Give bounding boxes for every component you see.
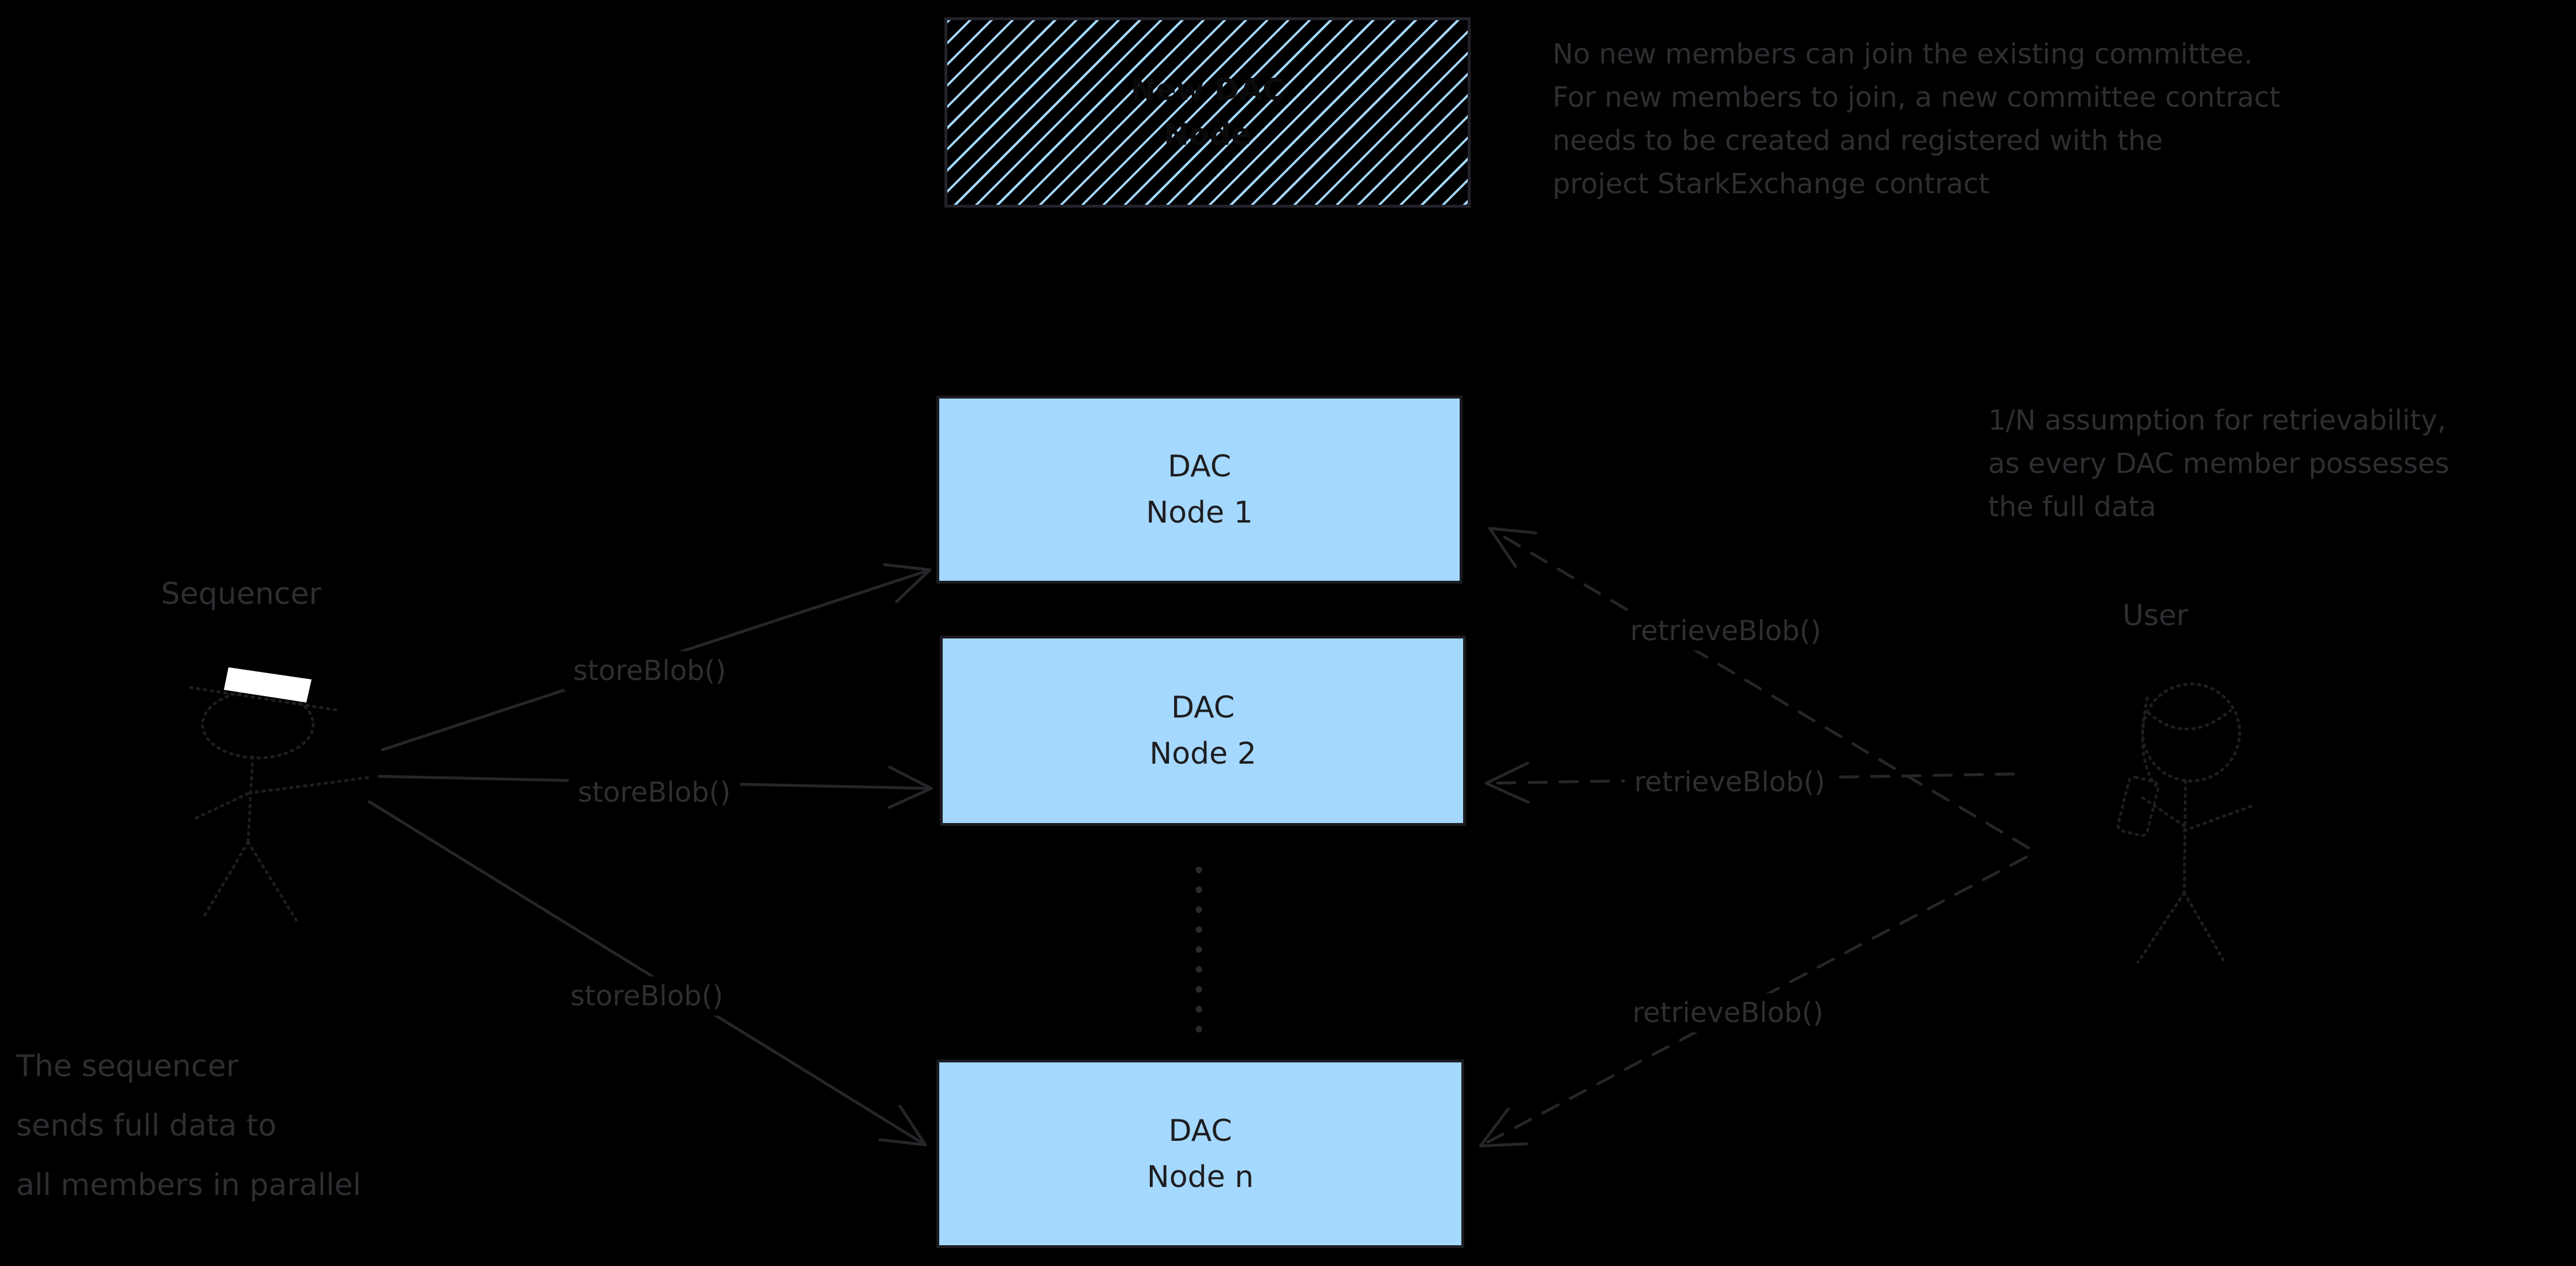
new-dac-node-label-line1: New DAC [1130,73,1285,107]
new-dac-node-label-line2: Node [1164,118,1251,152]
head [201,689,315,760]
committee-note-line1: No new members can join the existing com… [1553,38,2253,70]
dac-node-2-box: DAC Node 2 [940,636,1466,826]
committee-note: No new members can join the existing com… [1553,33,2280,206]
arrowhead-icon [878,1105,927,1147]
sequencer-note-line1: The sequencer [16,1049,239,1084]
retrieve-blob-label-3: retrieveBlob() [1623,993,1833,1032]
hood-line [2141,696,2157,787]
store-blob-label-2: storeBlob() [568,773,740,812]
arrowhead-icon [1484,761,1530,804]
user-figure-icon [2116,682,2253,966]
retrieve-blob-arrow-3 [1479,855,2028,1148]
store-blob-label-3: storeBlob() [561,976,733,1016]
dac-node-n-box: DAC Node n [936,1060,1464,1248]
retrievability-note-line2: as every DAC member possesses [1988,448,2450,480]
dac-node-1-box: DAC Node 1 [936,396,1463,584]
sequencer-label: Sequencer [161,577,321,611]
dac-node-2-label-line2: Node 2 [1149,737,1257,771]
face-line [2147,709,2232,731]
user-label: User [2123,599,2188,632]
sequencer-note-line3: all members in parallel [16,1168,361,1203]
dac-node-n-label-line1: DAC [1168,1113,1232,1148]
store-blob-arrow-3 [368,800,927,1147]
retrievability-note-line1: 1/N assumption for retrievability, [1988,404,2446,437]
arrowhead-icon [883,563,932,603]
arrowhead-icon [887,765,933,809]
dac-node-2-label-line1: DAC [1171,690,1235,725]
body [2183,779,2187,895]
retrievability-note: 1/N assumption for retrievability, as ev… [1988,399,2449,529]
hat-brim [189,686,342,712]
legs [2136,891,2228,966]
arrowhead-icon [1479,1107,1528,1148]
committee-note-line3: needs to be created and registered with … [1553,125,2163,157]
sequencer-note-line2: sends full data to [16,1109,277,1143]
store-blob-label-1: storeBlob() [564,651,736,690]
phone-icon [2116,775,2160,837]
committee-note-line2: For new members to join, a new committee… [1553,81,2281,114]
dac-node-1-label-line2: Node 1 [1146,495,1253,530]
body [246,755,254,844]
committee-note-line4: project StarkExchange contract [1553,168,1990,200]
dac-node-1-label-line1: DAC [1167,449,1232,484]
sequencer-hat [224,667,312,703]
head [2141,682,2241,783]
dac-node-n-label-line2: Node n [1146,1159,1254,1194]
retrieve-blob-label-2: retrieveBlob() [1625,762,1835,802]
legs [201,840,298,922]
retrievability-note-line3: the full data [1988,491,2157,523]
retrieve-blob-label-1: retrieveBlob() [1621,611,1831,651]
sequencer-figure-icon [189,686,371,922]
arrowhead-icon [1488,527,1538,568]
retrieve-blob-arrow-1 [1488,527,2030,850]
arms [2140,795,2253,832]
retrieve-arrowheads [1479,527,1538,1148]
sequencer-note: The sequencer sends full data to all mem… [16,1037,361,1215]
new-dac-node-box: New DAC Node [944,17,1471,208]
arms [194,776,371,820]
